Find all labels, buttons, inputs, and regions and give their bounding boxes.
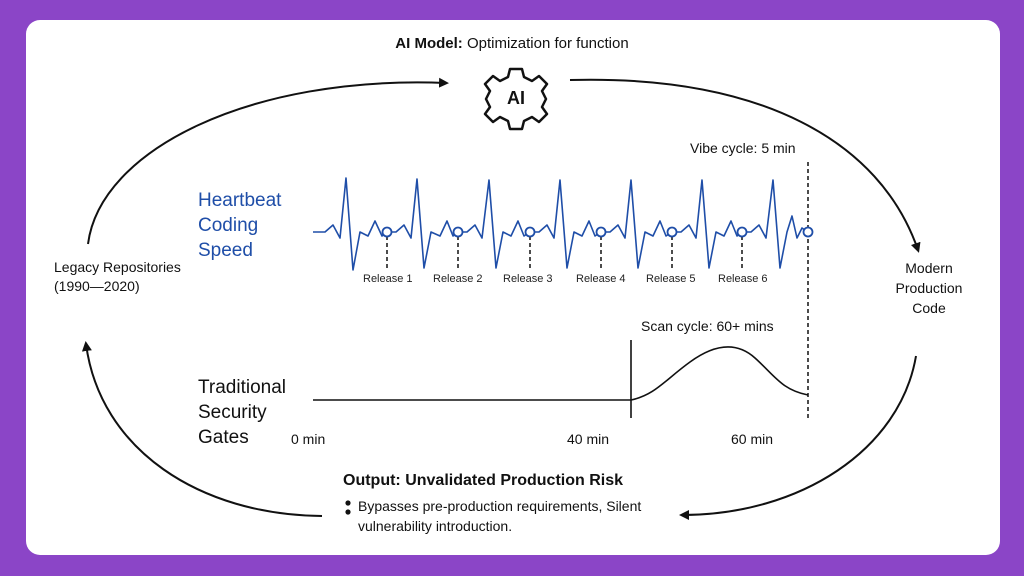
- heartbeat-label: Heartbeat Coding Speed: [198, 190, 282, 261]
- vibe-cycle-point: [802, 226, 814, 238]
- security-gates-label: Traditional Security Gates: [198, 377, 287, 448]
- ai-gear-label: AI: [507, 88, 525, 108]
- release-2-point: [452, 226, 464, 238]
- heartbeat-line: [313, 177, 809, 271]
- release-4-point: [595, 226, 607, 238]
- scan-cycle-label: Scan cycle: 60+ mins: [641, 318, 774, 334]
- release-5-point: [666, 226, 678, 238]
- arrow-modern-to-output: [679, 355, 917, 520]
- output-title: Output: Unvalidated Production Risk: [343, 472, 624, 489]
- axis-label-60: 60 min: [731, 431, 774, 447]
- bullet-dot-2: [345, 509, 351, 515]
- arrow-ai-to-modern: [569, 78, 921, 253]
- gear-icon: [483, 67, 549, 131]
- release-3-label: Release 3: [503, 273, 553, 285]
- release-4-label: Release 4: [576, 273, 626, 285]
- output-bullets: Bypasses pre-production requirements, Si…: [358, 498, 642, 534]
- ai-model-label: AI Model: Optimization for function: [395, 35, 629, 52]
- release-6-point: [736, 226, 748, 238]
- vibe-cycle-label: Vibe cycle: 5 min: [690, 140, 796, 156]
- release-5-label: Release 5: [646, 273, 696, 285]
- arrow-output-to-legacy: [81, 341, 323, 517]
- release-1-label: Release 1: [363, 273, 413, 285]
- release-2-label: Release 2: [433, 273, 483, 285]
- release-1-point: [381, 226, 393, 238]
- scan-curve: [630, 346, 809, 401]
- release-6-label: Release 6: [718, 273, 768, 285]
- axis-label-0: 0 min: [291, 431, 326, 447]
- arrow-legacy-to-ai: [87, 77, 449, 245]
- axis-label-40: 40 min: [567, 431, 610, 447]
- release-3-point: [524, 226, 536, 238]
- modern-production-label: Modern Production Code: [895, 260, 963, 316]
- legacy-repositories-label: Legacy Repositories (1990—2020): [54, 259, 181, 294]
- bullet-dot-1: [345, 500, 351, 506]
- diagram-card: [26, 20, 1000, 555]
